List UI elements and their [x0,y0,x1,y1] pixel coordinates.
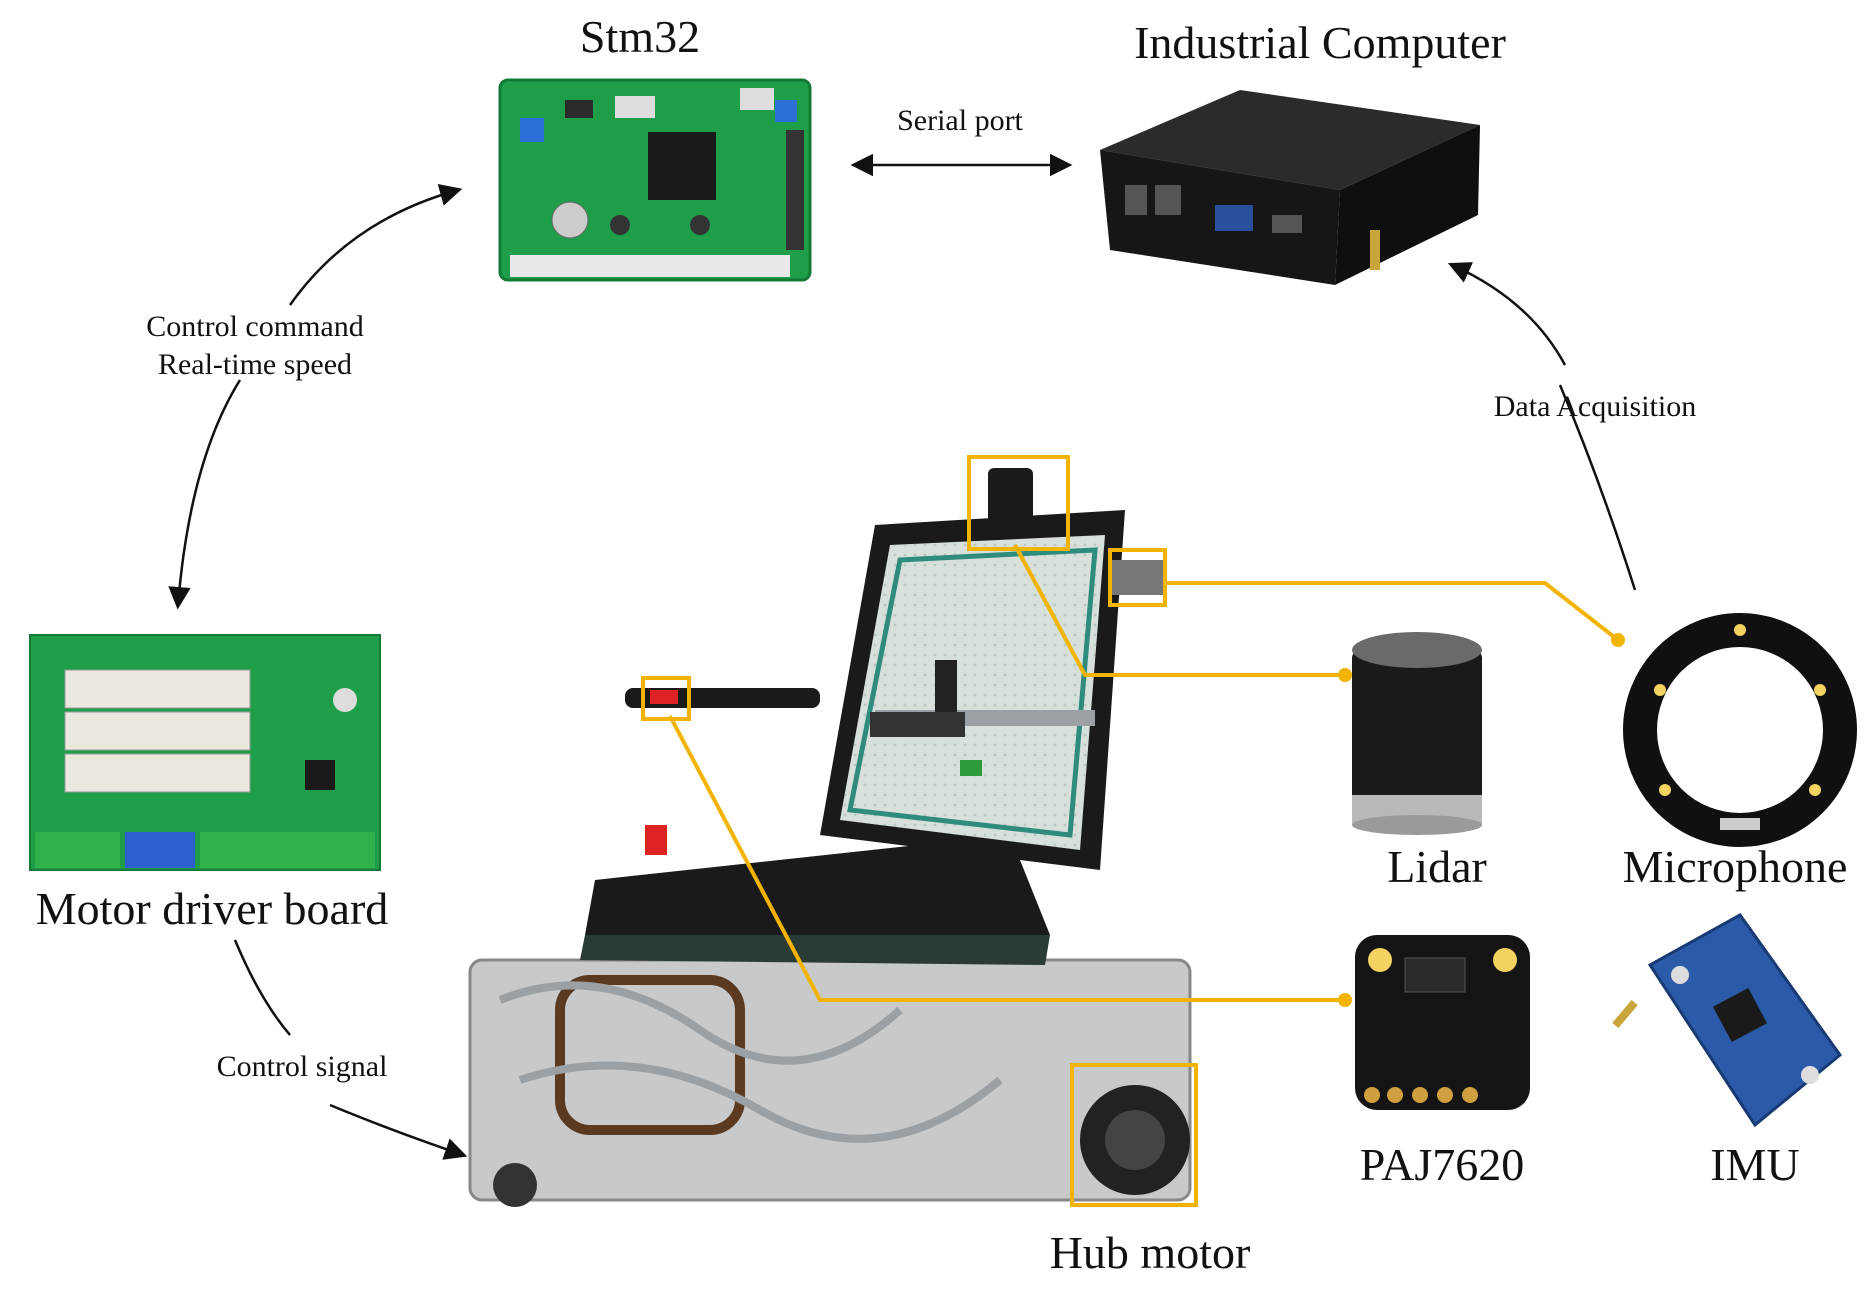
flow-arrows [168,153,1637,1160]
imu-label: IMU [1710,1139,1800,1190]
hub-motor-highlight-box [1070,1063,1198,1207]
paj7620-leader-dot [1338,993,1352,1007]
control-command-label: Control command Real-time speed [146,308,363,384]
data-acquisition-label: Data Acquisition [1493,390,1697,423]
lidar-image [1352,632,1482,835]
motor-driver-board-label: Motor driver board [35,883,389,934]
microphone-highlight-box [1108,548,1167,607]
lidar-leader-dot [1338,668,1352,682]
paj7620-leader [668,715,1345,1002]
microphone-label: Microphone [1622,841,1848,892]
stm32-title: Stm32 [579,11,701,62]
paj7620-image [1355,935,1530,1110]
control-command-line2: Real-time speed [157,348,353,381]
control-signal-label: Control signal [216,1050,388,1083]
hub-motor-label: Hub motor [1049,1227,1251,1278]
microphone-leader [1165,581,1620,642]
lidar-leader [1013,544,1345,677]
leader-lines [668,544,1625,1007]
data-acquisition-arrow [1452,265,1637,591]
industrial-computer-image [1100,90,1480,285]
stm32-driver-arrow-lower [168,379,242,610]
imu-image [1612,913,1843,1128]
paj7620-highlight-box [641,676,691,721]
control-signal-arrow-upper [233,939,291,1036]
industrial-computer-title: Industrial Computer [1134,17,1506,68]
stm32-board-image [498,78,812,282]
lidar-label: Lidar [1387,841,1487,892]
wheelchair-image [468,468,1192,1207]
paj7620-label: PAJ7620 [1359,1139,1525,1190]
serial-port-label: Serial port [897,104,1023,137]
control-command-line1: Control command [146,310,364,343]
control-signal-arrow-lower [329,1103,468,1160]
motor-driver-board-image [29,634,381,871]
microphone-ring-image [1623,613,1857,847]
stm32-driver-arrow-upper [288,183,463,306]
microphone-leader-dot [1611,633,1625,647]
